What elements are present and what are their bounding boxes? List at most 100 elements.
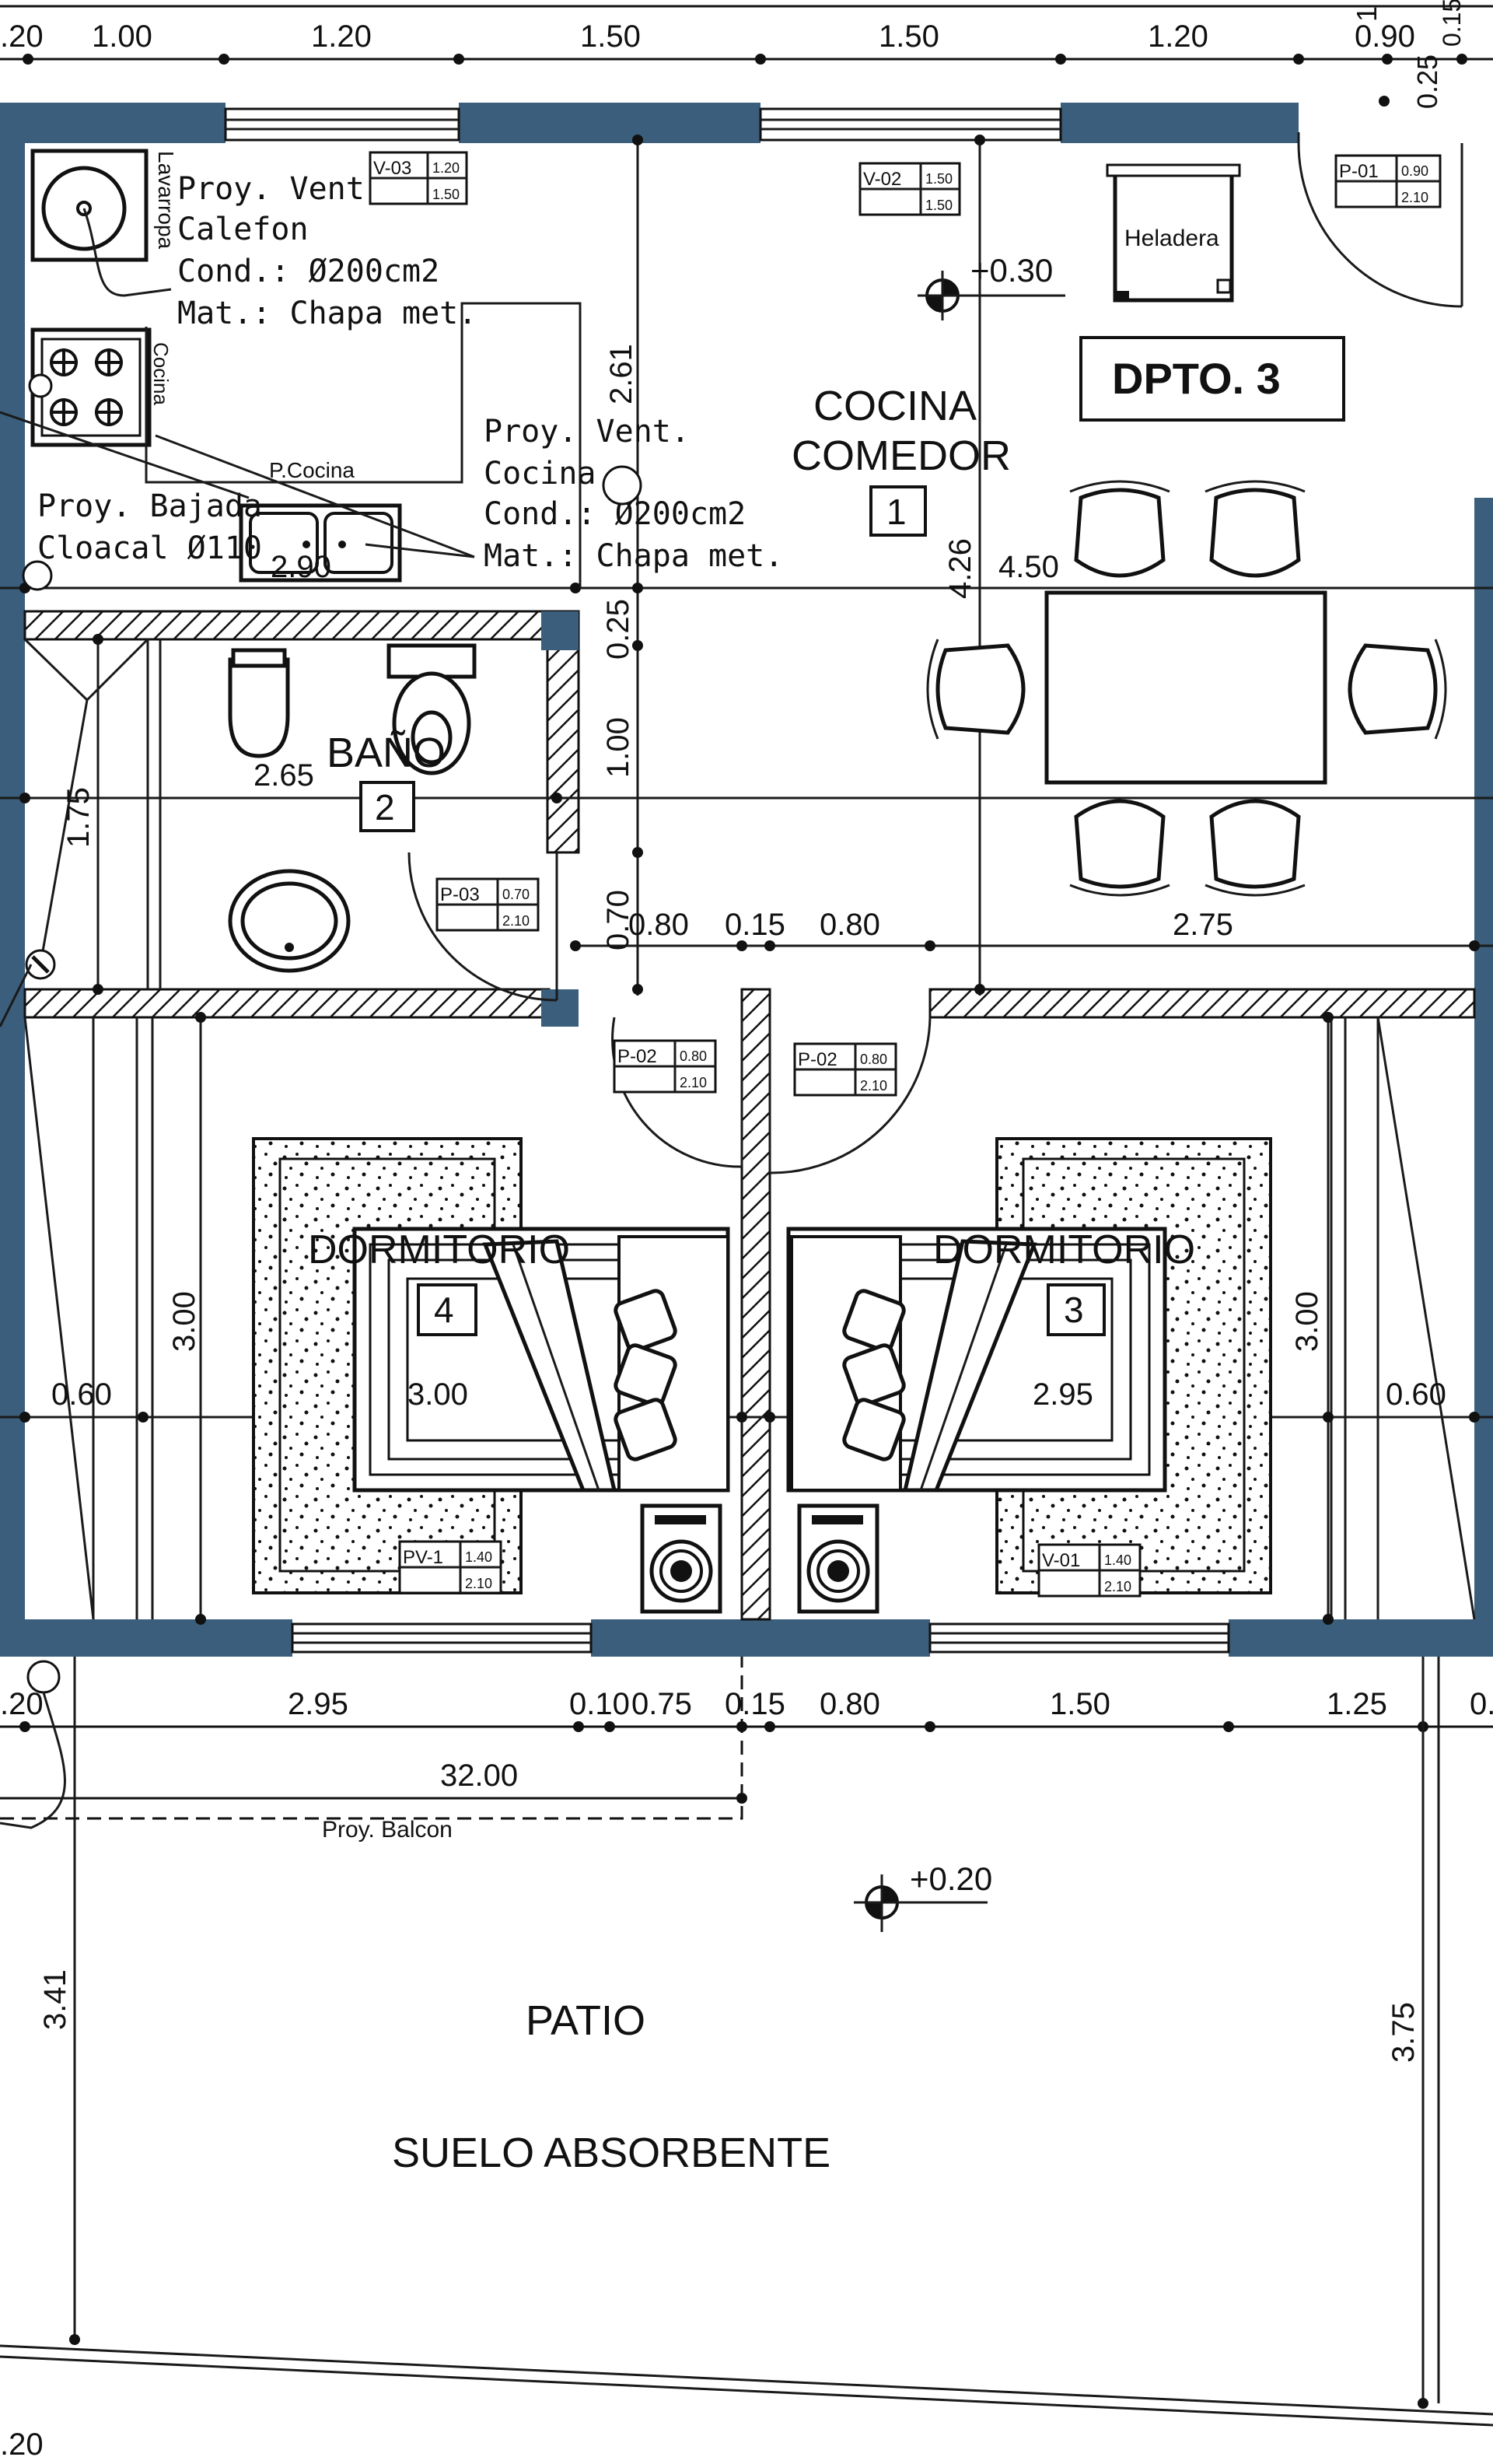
svg-text:0.75: 0.75: [631, 1687, 692, 1721]
cocina-vent-note: Proy. Vent. Cocina Cond.: Ø200cm2 Mat.: …: [484, 414, 783, 574]
svg-text:2.61: 2.61: [604, 344, 638, 404]
svg-text:2.90: 2.90: [271, 550, 331, 584]
svg-text:0.70: 0.70: [601, 890, 635, 950]
dim-top-1: .20: [0, 19, 44, 54]
svg-text:2.95: 2.95: [1033, 1377, 1093, 1412]
svg-text:Proy. Vent.: Proy. Vent.: [484, 414, 690, 450]
leader-lines: [0, 411, 642, 591]
svg-text:2.10: 2.10: [680, 1075, 707, 1090]
bottom-windows: [291, 1622, 1230, 1654]
top-windows: [224, 107, 1062, 142]
dim-top-10: 1: [1351, 6, 1383, 22]
svg-text:0.60: 0.60: [1386, 1377, 1446, 1412]
unit-title: DPTO. 3: [1079, 336, 1345, 422]
svg-text:0.90: 0.90: [1401, 163, 1428, 179]
opening-tag-v03: V-03 1.20 1.50: [369, 151, 468, 205]
svg-text:V-01: V-01: [1042, 1550, 1080, 1571]
svg-text:0.80: 0.80: [860, 1052, 887, 1067]
svg-text:P-03: P-03: [440, 884, 480, 905]
room-1-number: 1: [886, 492, 907, 532]
svg-text:2.75: 2.75: [1173, 908, 1233, 942]
dim-top-2: 1.00: [92, 19, 152, 54]
opening-tag-p01: P-01 0.90 2.10: [1334, 154, 1442, 208]
bottom-dimension-chain: .20 2.95 0.10 0.75 0.15 0.80 1.50 1.25 0…: [0, 1687, 1493, 1804]
svg-text:0.70: 0.70: [502, 887, 530, 902]
svg-text:0.25: 0.25: [601, 599, 635, 660]
interior-dimensions: 2.61 4.26 4.50 2.90 0.25 1.00 2.65 1.75 …: [51, 344, 1446, 1412]
svg-text:1.75: 1.75: [61, 787, 96, 848]
svg-text:1.00: 1.00: [601, 717, 635, 778]
level-marker-patio: +0.20: [854, 1860, 992, 1932]
interior-walls: [23, 610, 1476, 1621]
patio-sub-label: SUELO ABSORBENTE: [392, 2130, 830, 2176]
dimension-ticks: [19, 135, 1480, 1625]
dim-top-6: 1.20: [1148, 19, 1208, 54]
svg-text:2.10: 2.10: [502, 913, 530, 929]
opening-tag-p02-left: P-02 0.80 2.10: [613, 1039, 717, 1094]
calefon-note: Proy. Vent. Calefon Cond.: Ø200cm2 Mat.:…: [177, 171, 477, 331]
bedroom-doors: [611, 1017, 932, 1174]
svg-text:2.65: 2.65: [253, 758, 314, 793]
level-kitchen-label: +0.30: [970, 252, 1053, 289]
dim-patio-right: 3.75: [1386, 2002, 1421, 2063]
cocina-fixture-label: Cocina: [149, 342, 173, 405]
patio-label: PATIO: [526, 1997, 645, 2044]
bed-right: [786, 1137, 1272, 1614]
svg-text:1.50: 1.50: [925, 171, 953, 187]
svg-text:3.00: 3.00: [167, 1291, 201, 1352]
top-dimension-chain: .20 1.00 1.20 1.50 1.50 1.20 0.90 0.25 0…: [0, 0, 1493, 109]
svg-text:Proy. Bajada: Proy. Bajada: [37, 488, 262, 524]
svg-text:V-02: V-02: [863, 169, 901, 190]
room-3-number: 3: [1064, 1290, 1084, 1330]
opening-tag-p02-right: P-02 0.80 2.10: [793, 1042, 897, 1097]
svg-text:4.26: 4.26: [943, 538, 977, 599]
bathroom-door: [407, 852, 558, 1002]
level-patio-label: +0.20: [910, 1860, 992, 1897]
water-heater: [30, 149, 172, 297]
bed-left: [252, 1137, 730, 1614]
svg-text:2.10: 2.10: [465, 1576, 492, 1591]
svg-text:3.00: 3.00: [1290, 1291, 1324, 1352]
svg-text:P-02: P-02: [798, 1049, 837, 1070]
fridge: Heladera: [1106, 163, 1241, 303]
room-4-number: 4: [434, 1290, 454, 1330]
dining-table: [1044, 590, 1327, 785]
level-marker-kitchen: +0.30: [918, 252, 1065, 320]
svg-text:4.50: 4.50: [998, 550, 1059, 584]
balcon-label: Proy. Balcon: [322, 1817, 453, 1843]
svg-text:Cond.: Ø200cm2: Cond.: Ø200cm2: [177, 254, 439, 289]
room-4-name: DORMITORIO: [308, 1227, 570, 1272]
svg-text:Proy. Vent.: Proy. Vent.: [177, 171, 383, 207]
svg-text:0.80: 0.80: [820, 1687, 880, 1721]
svg-text:P-01: P-01: [1339, 161, 1379, 182]
cloacal-note: Proy. Bajada Cloacal Ø110: [37, 488, 262, 566]
svg-text:Mat.: Chapa met.: Mat.: Chapa met.: [177, 296, 477, 331]
dim-patio-left: 3.41: [38, 1969, 72, 2030]
shower-area: [0, 638, 149, 1027]
svg-text:.20: .20: [0, 1687, 44, 1721]
svg-text:P-02: P-02: [617, 1046, 657, 1067]
dining-chairs: [926, 480, 1447, 897]
svg-text:V-03: V-03: [373, 158, 411, 179]
svg-text:2.10: 2.10: [860, 1078, 887, 1094]
svg-text:Mat.: Chapa met.: Mat.: Chapa met.: [484, 538, 783, 574]
heladera-label: Heladera: [1124, 226, 1219, 251]
svg-text:1.20: 1.20: [432, 160, 460, 176]
svg-text:0.: 0.: [1470, 1687, 1493, 1721]
room-2-number: 2: [375, 787, 395, 828]
svg-text:1.25: 1.25: [1327, 1687, 1387, 1721]
svg-text:PV-1: PV-1: [403, 1547, 443, 1568]
dim-top-8: 0.25: [1411, 54, 1443, 109]
svg-text:Cocina: Cocina: [484, 456, 596, 492]
svg-text:Cloacal Ø110: Cloacal Ø110: [37, 530, 262, 566]
svg-text:Calefon: Calefon: [177, 212, 309, 247]
p-cocina-label: P.Cocina: [269, 458, 355, 482]
svg-text:1.50: 1.50: [1050, 1687, 1110, 1721]
dim-top-7: 0.90: [1355, 19, 1415, 54]
svg-text:0.80: 0.80: [680, 1048, 707, 1064]
bathroom-fixtures: [228, 643, 477, 973]
opening-tag-v01: V-01 1.40 2.10: [1037, 1543, 1142, 1598]
kitchen-counter: [145, 302, 582, 588]
opening-tag-pv1: PV-1 1.40 2.10: [398, 1540, 502, 1594]
